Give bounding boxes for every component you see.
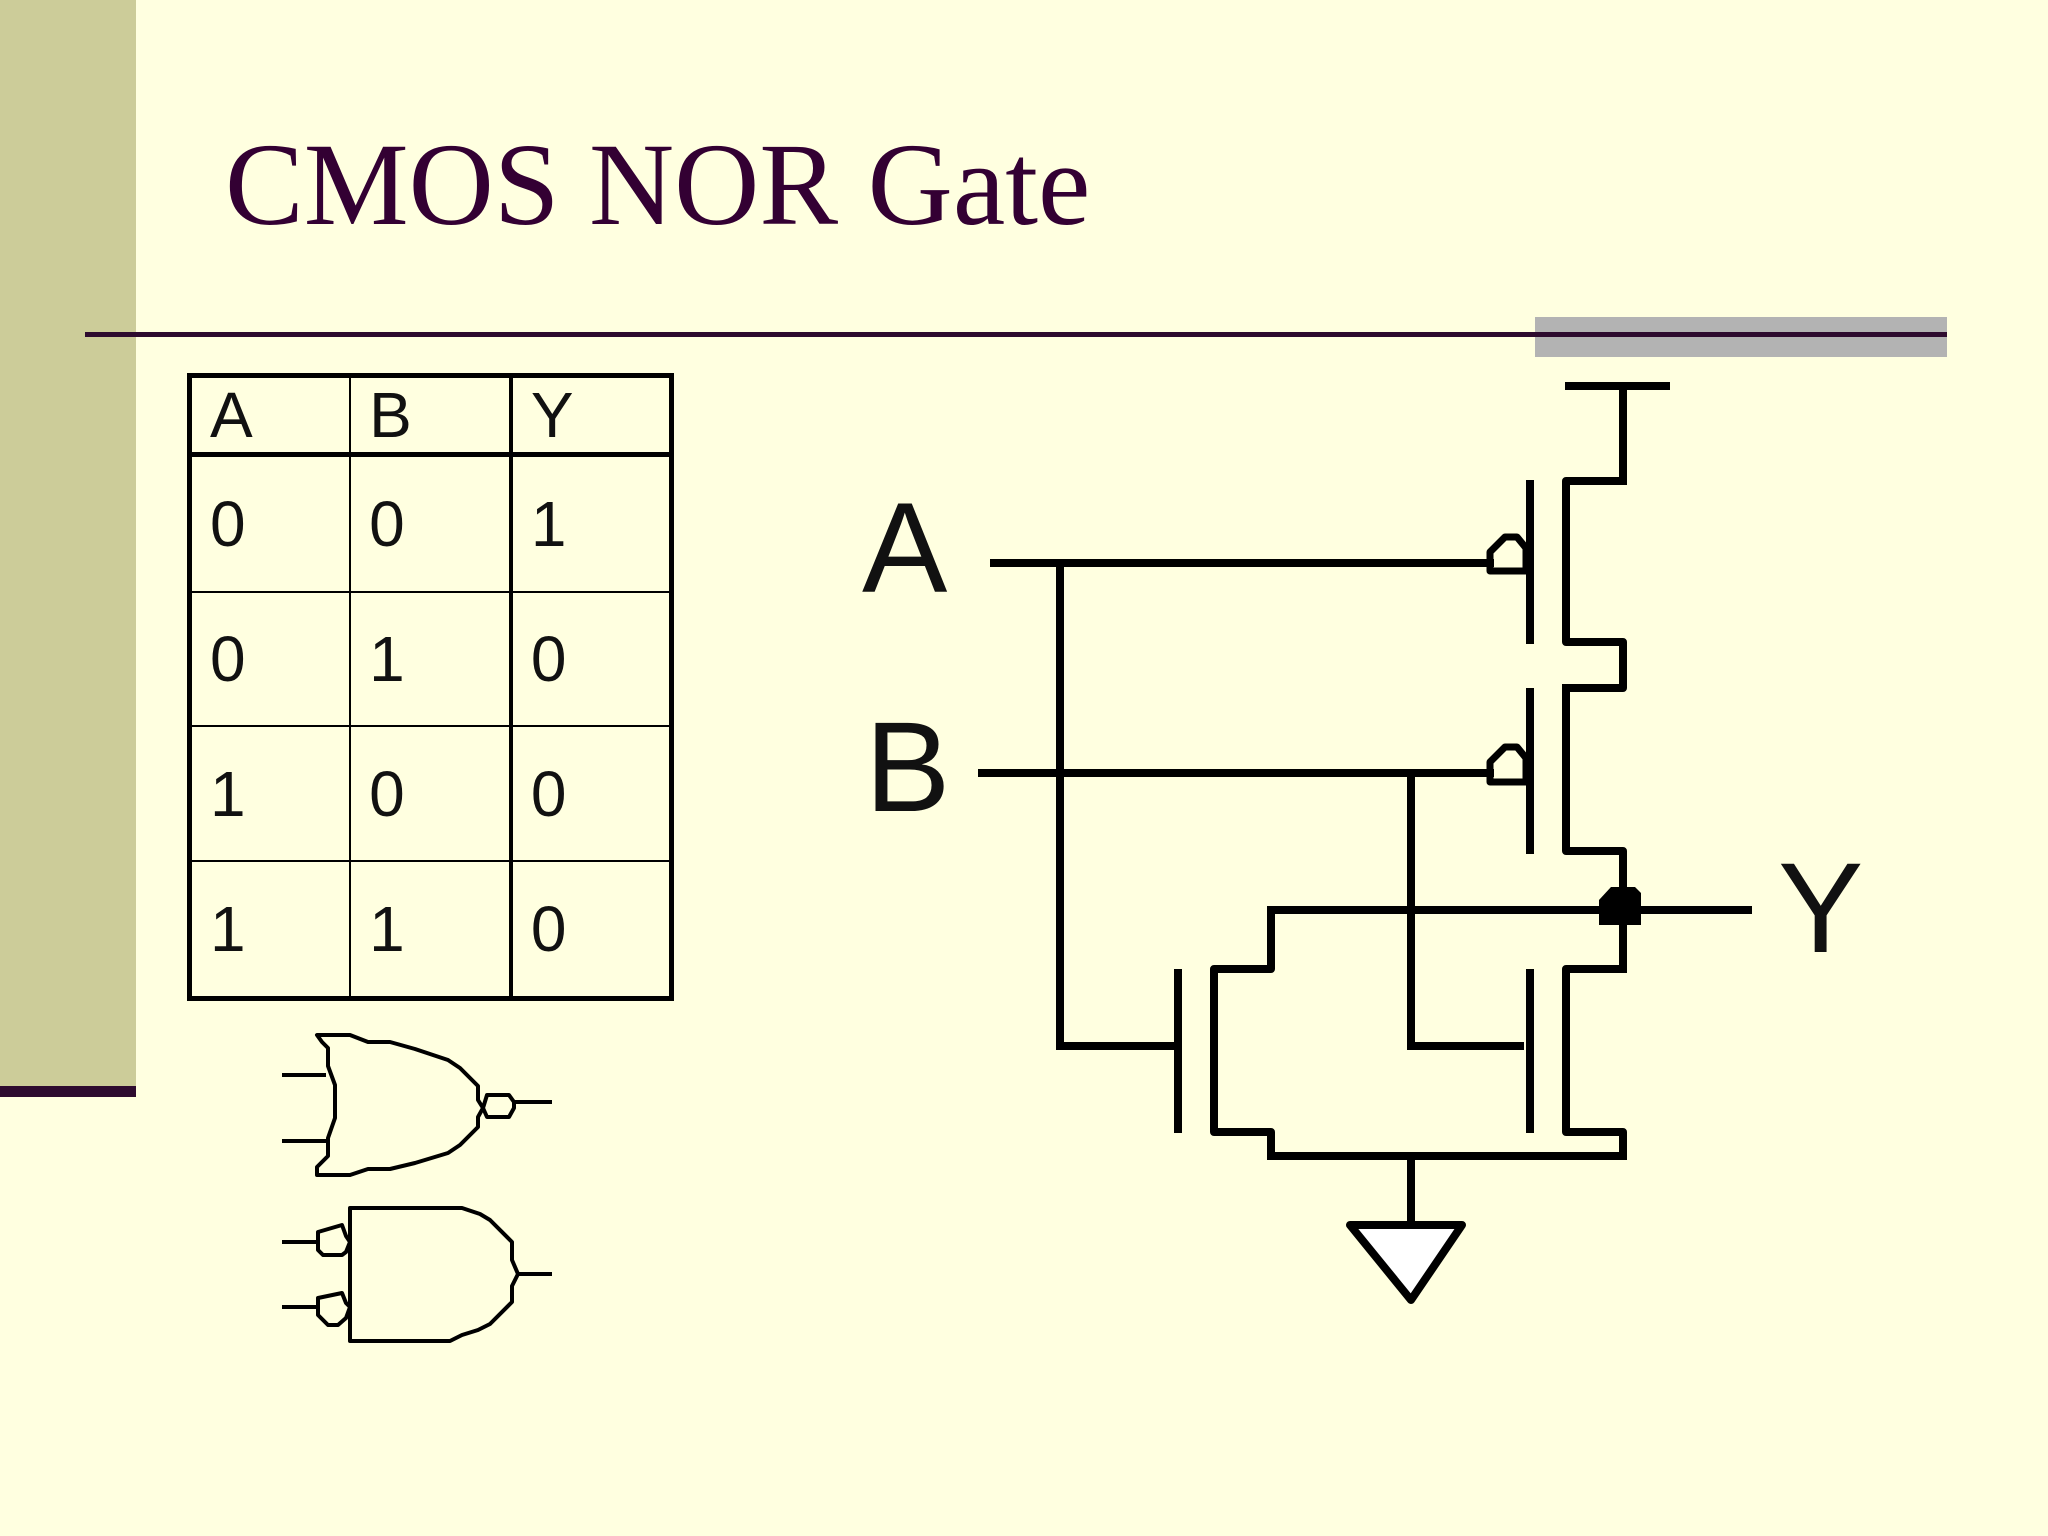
slide-sidebar-band: [0, 0, 136, 1086]
header-cell-a: A: [188, 374, 352, 457]
header-cell-b: B: [349, 374, 513, 457]
output-y-label: Y: [1778, 837, 1863, 980]
cell-a: 0: [188, 590, 352, 728]
pmos-b-gate-bubble: [1486, 743, 1530, 786]
cell-b: 0: [349, 725, 513, 863]
cell-y: 0: [509, 590, 673, 728]
pmos-b-channel: [1562, 684, 1627, 884]
cell-a: 1: [188, 860, 352, 1000]
input-bubble: [316, 1291, 352, 1327]
input-bubble: [316, 1223, 352, 1257]
or-gate-body: [315, 1033, 485, 1177]
ground-icon: [1346, 1221, 1466, 1304]
slide-title: CMOS NOR Gate: [225, 119, 1091, 250]
truth-table-row: 1 1 0: [188, 860, 673, 1000]
cell-y: 0: [509, 860, 673, 1000]
pmos-a-channel: [1562, 477, 1627, 692]
nmos-a-channel: [1210, 906, 1275, 1160]
truth-table: A B Y 0 0 1 0 1 0 1 0 0 1 1 0: [187, 373, 674, 1001]
truth-table-header-row: A B Y: [188, 374, 673, 457]
header-cell-y: Y: [509, 374, 673, 457]
input-a-label: A: [862, 477, 948, 620]
truth-table-row: 1 0 0: [188, 725, 673, 863]
cell-a: 0: [188, 453, 352, 593]
nmos-b-channel: [1562, 965, 1627, 1160]
transistor-network: [978, 382, 1752, 1229]
slide-sidebar-base-line: [0, 1086, 136, 1097]
cell-y: 0: [509, 725, 673, 863]
cell-a: 1: [188, 725, 352, 863]
truth-table-row: 0 1 0: [188, 590, 673, 728]
cell-b: 1: [349, 590, 513, 728]
nor-gate-symbol: [282, 1033, 552, 1177]
title-divider: [85, 332, 1947, 337]
cell-b: 0: [349, 453, 513, 593]
cell-b: 1: [349, 860, 513, 1000]
pmos-a-gate-bubble: [1486, 533, 1530, 575]
input-b-label: B: [865, 696, 950, 839]
and-invert-gate-symbol: [282, 1206, 552, 1343]
and-gate-body: [348, 1206, 520, 1343]
cell-y: 1: [509, 453, 673, 593]
truth-table-row: 0 0 1: [188, 453, 673, 593]
output-junction-dot: [1599, 887, 1641, 925]
inversion-bubble: [481, 1093, 516, 1119]
title-divider-accent: [1535, 317, 1947, 357]
